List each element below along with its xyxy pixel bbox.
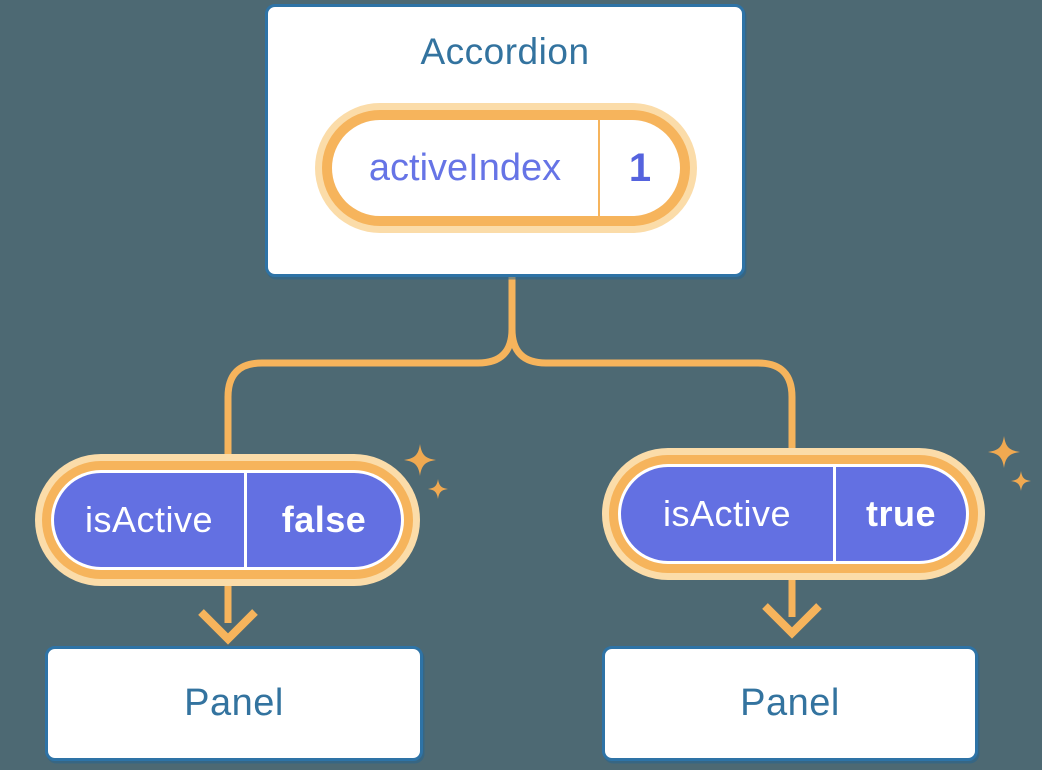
prop-pill-isactive-true: isActive true — [602, 448, 985, 580]
state-value: 1 — [628, 145, 652, 190]
arrow-right-head-icon — [762, 603, 822, 639]
connector-left-branch — [224, 274, 516, 458]
panel-card-right: Panel — [602, 646, 978, 761]
prop-name: isActive — [662, 493, 792, 534]
prop-pill-ring: isActive true — [609, 455, 978, 573]
state-pill-ring: activeIndex 1 — [322, 110, 690, 226]
accordion-title: Accordion — [420, 31, 590, 72]
sparkle-icon — [1011, 471, 1031, 491]
sparkle-icon — [404, 444, 436, 476]
sparkle-group-left — [404, 444, 448, 499]
prop-name: isActive — [84, 499, 214, 540]
arrow-left-head-icon — [198, 609, 258, 645]
sparkle-icon — [428, 479, 448, 499]
sparkle-group-right — [988, 436, 1031, 491]
panel-title: Panel — [184, 682, 284, 724]
state-pill-activeindex: activeIndex 1 — [315, 103, 697, 233]
sparkle-icon — [988, 436, 1020, 468]
pill-divider — [833, 467, 836, 561]
pill-divider — [244, 473, 247, 567]
state-name: activeIndex — [368, 146, 562, 189]
prop-pill-ring: isActive false — [42, 461, 413, 579]
pill-divider — [598, 120, 600, 216]
connector-right-branch — [508, 274, 796, 452]
prop-value: true — [865, 493, 936, 534]
prop-pill-isactive-false: isActive false — [35, 454, 420, 586]
panel-card-left: Panel — [45, 646, 423, 761]
prop-value: false — [281, 499, 367, 540]
panel-title: Panel — [740, 682, 840, 724]
